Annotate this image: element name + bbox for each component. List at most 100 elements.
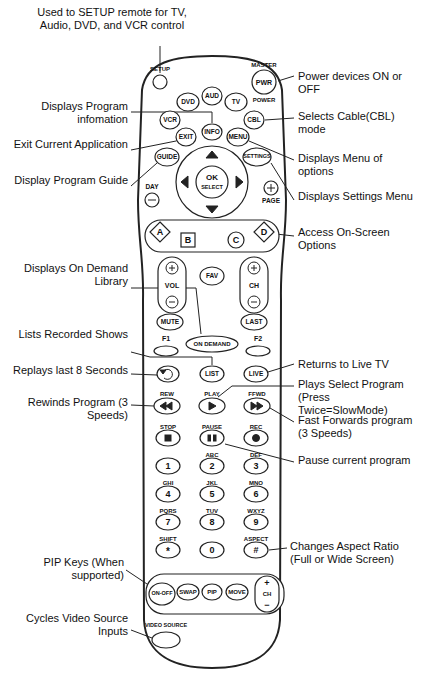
button-label: VOL: [165, 282, 179, 289]
button-outline: [244, 366, 268, 382]
button-label: SETUP: [150, 66, 170, 72]
button-symbol: [148, 200, 156, 201]
button-label: ABC: [206, 452, 219, 458]
button-label: INFO: [204, 129, 220, 136]
button-label: REW: [160, 391, 174, 397]
button-symbol: [160, 402, 172, 410]
leader-line: [278, 76, 294, 81]
button-outline: [202, 124, 222, 140]
button-label: TV: [232, 99, 240, 106]
button-outline: [225, 93, 247, 111]
button-outline: [146, 574, 284, 614]
button-label: ON DEMAND: [194, 341, 231, 347]
button-symbol: [208, 435, 211, 441]
button-label: PWR: [256, 79, 272, 86]
button-outline: [156, 486, 180, 502]
callout-text: Displays Program infomation: [10, 100, 128, 126]
button-label: CH: [249, 282, 259, 289]
button-label: MENU: [228, 134, 247, 141]
button-outline: [160, 111, 180, 129]
button-label: OK: [206, 174, 218, 182]
button-label: TUV: [206, 508, 218, 514]
button-label: AUD: [205, 93, 219, 100]
callout-text: Returns to Live TV: [298, 358, 416, 371]
button-outline: [145, 193, 159, 207]
button-outline: [157, 314, 183, 330]
button-outline: [246, 346, 270, 356]
button-outline: [154, 346, 178, 356]
button-label: PAGE: [262, 198, 280, 205]
button-label: 5: [209, 490, 214, 499]
callout-text: Displays Menu of options: [298, 152, 416, 178]
button-outline: [152, 632, 180, 648]
button-symbol: [248, 296, 260, 308]
button-outline: [244, 514, 268, 530]
button-symbol: [251, 302, 257, 303]
button-label: VIDEO SOURCE: [145, 623, 187, 629]
button-outline: [153, 75, 167, 89]
button-outline: [264, 181, 278, 195]
button-outline: [154, 398, 180, 414]
leader-line: [126, 570, 150, 586]
button-outline: [200, 514, 224, 530]
button-label: D: [261, 228, 268, 237]
leader-line: [270, 408, 294, 422]
button-label: EXIT: [179, 134, 193, 141]
button-label: F2: [254, 335, 262, 342]
button-label: SHIFT: [159, 536, 176, 542]
callout-text: Displays Settings Menu: [298, 190, 416, 203]
button-symbol: [206, 151, 218, 158]
button-label: 2: [209, 462, 214, 471]
button-symbol: [165, 435, 171, 441]
button-outline: [176, 128, 196, 146]
button-label: SELECT: [201, 185, 223, 191]
leader-line: [269, 548, 287, 550]
button-outline: [240, 257, 268, 313]
leader-line: [131, 163, 157, 186]
callout-text: Selects Cable(CBL) mode: [298, 110, 416, 136]
button-outline: [200, 267, 224, 285]
leader-line: [265, 118, 294, 120]
button-label: PQRS: [159, 508, 176, 514]
button-outline: [227, 128, 249, 146]
button-outline: [244, 486, 268, 502]
callout-text: Displays On Demand Library: [10, 262, 128, 288]
callout-text: Power devices ON or OFF: [298, 70, 416, 96]
callout-text: Changes Aspect Ratio (Full or Wide Scree…: [290, 540, 414, 566]
button-outline: [156, 514, 180, 530]
button-label: LIVE: [249, 371, 263, 378]
button-outline: [254, 222, 274, 242]
button-label: REC: [250, 424, 263, 430]
button-outline: [244, 430, 268, 446]
button-label: 7: [165, 518, 170, 527]
callout-text: Cycles Video Source Inputs: [10, 612, 128, 638]
button-label: 8: [209, 518, 214, 527]
button-label: 0: [209, 546, 214, 555]
button-outline: [145, 70, 284, 648]
callout-text: Access On-Screen Options: [298, 226, 416, 252]
button-outline: [255, 576, 279, 612]
button-label: PLAY: [204, 391, 219, 397]
button-label: DEF: [250, 452, 262, 458]
button-outline: [149, 583, 175, 605]
button-label: MASTER: [251, 62, 276, 68]
button-label: PIP: [207, 589, 217, 595]
button-label: ASPECT: [244, 536, 268, 542]
button-outline: [158, 257, 186, 313]
button-label: A: [157, 228, 164, 237]
button-symbol: [236, 176, 243, 188]
button-outline: [199, 398, 225, 414]
button-symbol: [148, 151, 275, 442]
callout-text: Plays Select Program (Press Twice=SlowMo…: [298, 378, 420, 417]
button-outline: [145, 220, 279, 252]
leader-line: [131, 374, 157, 375]
button-outline: [200, 486, 224, 502]
callout-text: Pause current program: [298, 454, 416, 467]
button-outline: [228, 232, 244, 248]
button-label: GUIDE: [157, 154, 178, 161]
button-label: MNO: [249, 480, 263, 486]
button-outline: [156, 542, 180, 558]
button-label: STOP: [160, 424, 176, 430]
leader-line: [218, 386, 294, 397]
button-label: VCR: [163, 117, 177, 124]
